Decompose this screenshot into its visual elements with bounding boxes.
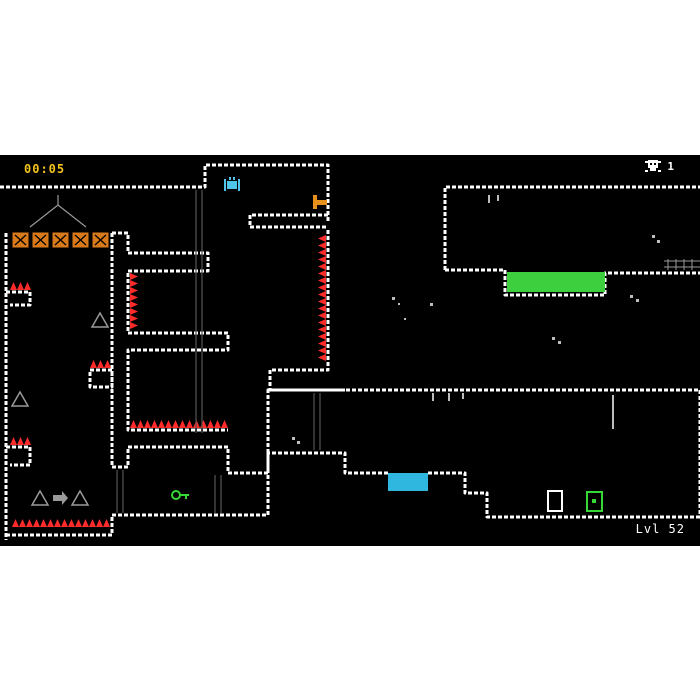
spike-row-mid <box>130 420 228 428</box>
spike-row-left-mid <box>90 360 111 368</box>
spike-column-right <box>318 235 326 361</box>
crate <box>31 231 50 249</box>
lever-icon[interactable] <box>313 195 327 209</box>
spider-player-icon[interactable] <box>224 177 240 191</box>
key-icon[interactable] <box>171 490 189 500</box>
crate <box>51 231 70 249</box>
level-map <box>0 163 700 540</box>
timer: 00:05 <box>24 162 66 176</box>
exit-door-icon[interactable] <box>586 491 603 512</box>
crate <box>71 231 90 249</box>
level-indicator: Lvl 52 <box>635 522 685 536</box>
spike-row-left-top <box>10 282 31 290</box>
water-pool <box>388 473 428 491</box>
crate-row <box>11 231 110 249</box>
death-counter: 1 <box>645 159 674 173</box>
cave-walls <box>0 163 700 540</box>
crane-hook <box>29 195 87 228</box>
skull-icon <box>645 160 662 172</box>
fence <box>664 259 700 270</box>
death-count: 1 <box>667 159 674 173</box>
spike-row-left-low <box>10 437 31 445</box>
warning-triangle-icon <box>10 311 110 506</box>
spike-row-bottom-left <box>12 519 110 527</box>
spike-column-left <box>130 273 138 329</box>
crate <box>11 231 30 249</box>
support-pillars <box>116 190 321 513</box>
spike-hazards <box>10 235 326 527</box>
acid-pool <box>507 272 605 292</box>
start-doorway <box>547 490 563 512</box>
arrow-right-icon <box>53 491 68 505</box>
crate <box>91 231 110 249</box>
cave-debris <box>292 195 660 444</box>
game-viewport[interactable]: 00:05 1 Lvl 52 <box>0 155 700 546</box>
